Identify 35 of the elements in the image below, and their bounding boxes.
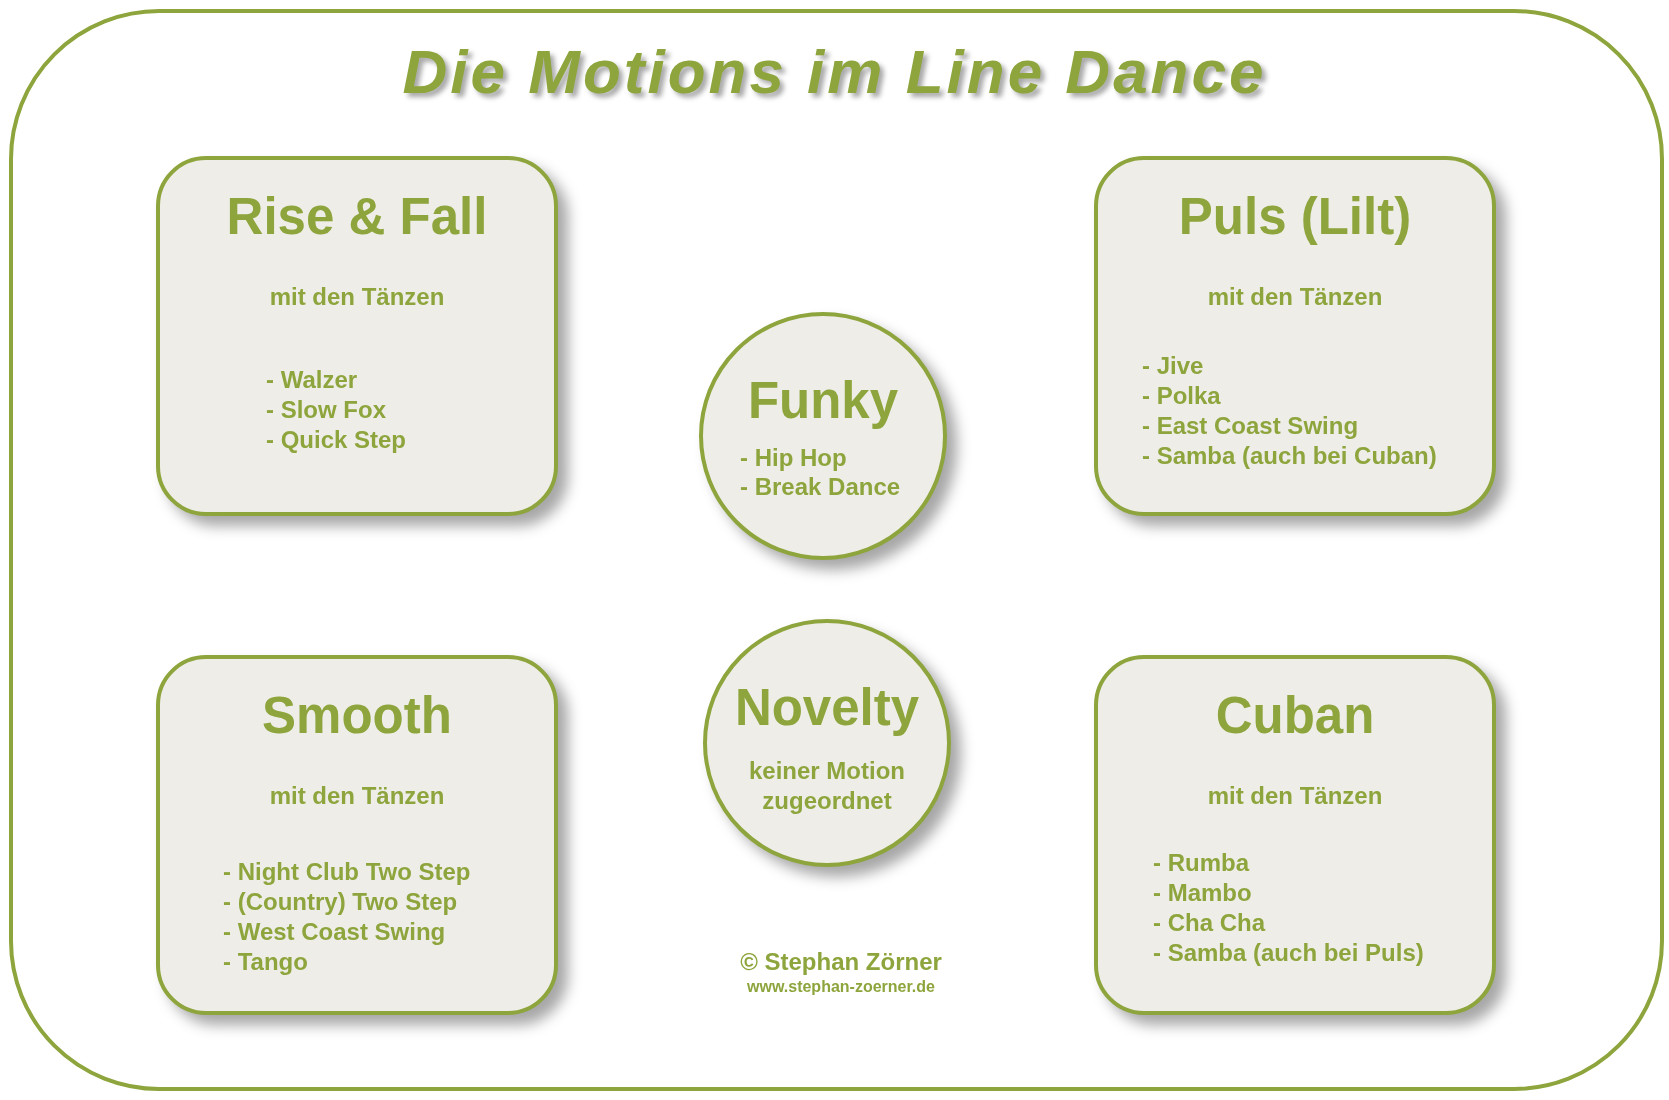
rounded-box [156, 655, 558, 1015]
website-address: www.stephan-zoerner.de [747, 978, 935, 996]
list-item: - Quick Step [266, 425, 407, 455]
subheading: mit den Tänzen [268, 781, 446, 811]
heading: Cuban [1214, 686, 1376, 746]
heading: Puls (Lilt) [1177, 187, 1413, 247]
list-item: keiner Motion zugeordnet [748, 756, 906, 816]
list-item: - Slow Fox [266, 395, 386, 425]
list-item: - Samba (auch bei Cuban) [1142, 441, 1437, 471]
list-item: - Jive [1142, 351, 1204, 381]
subheading: mit den Tänzen [1206, 781, 1384, 811]
subheading: mit den Tänzen [268, 282, 446, 312]
list-item: - Walzer [266, 365, 358, 395]
list-item: - Polka [1142, 381, 1221, 411]
list-item: - Samba (auch bei Puls) [1153, 938, 1424, 968]
list-item: - West Coast Swing [223, 917, 446, 947]
heading: Smooth [261, 686, 453, 746]
heading: Rise & Fall [225, 187, 489, 247]
copyright-note: © Stephan Zörner [740, 948, 942, 976]
rounded-box [156, 156, 558, 516]
list-item: - Tango [223, 947, 308, 977]
list-item: - Mambo [1153, 878, 1252, 908]
list-item: - Hip Hop [740, 443, 847, 473]
list-item: - Rumba [1153, 848, 1249, 878]
list-item: - Cha Cha [1153, 908, 1265, 938]
rounded-box [1094, 156, 1496, 516]
list-item: - Break Dance [740, 472, 901, 502]
list-item: - East Coast Swing [1142, 411, 1359, 441]
rounded-box [1094, 655, 1496, 1015]
subheading: mit den Tänzen [1206, 282, 1384, 312]
list-item: - Night Club Two Step [223, 857, 471, 887]
list-item: - (Country) Two Step [223, 887, 458, 917]
heading: Funky [746, 371, 900, 431]
heading: Novelty [733, 678, 921, 738]
title: Die Motions im Line Dance [401, 36, 1268, 108]
